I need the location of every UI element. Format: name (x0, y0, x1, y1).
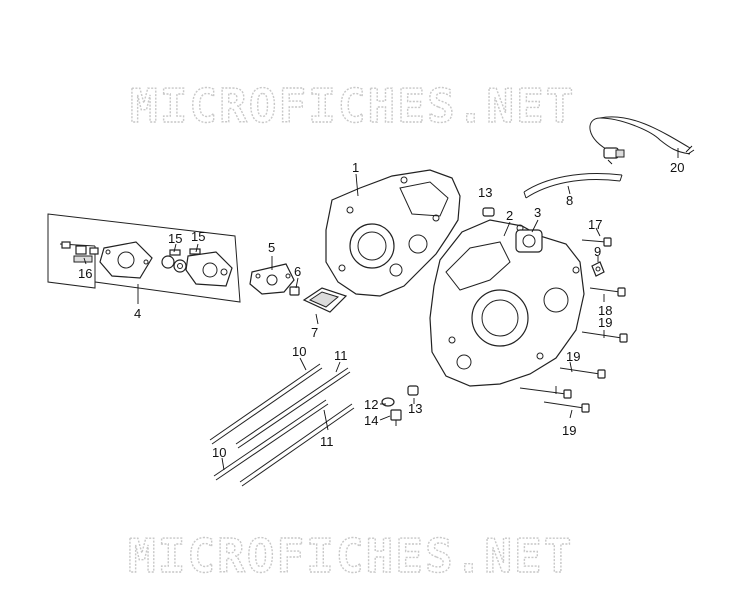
part-1-left-crankcase[interactable] (325, 169, 461, 297)
part-6-pin[interactable] (289, 286, 300, 296)
part-10-stud-b[interactable] (239, 403, 355, 487)
callout-8: 8 (566, 193, 573, 208)
callout-labels: 1 2 3 4 5 6 7 8 9 10 10 11 11 12 13 13 1… (78, 160, 684, 460)
callout-20: 20 (670, 160, 684, 175)
part-19-bolt-b[interactable] (559, 367, 606, 379)
callout-6: 6 (294, 264, 301, 279)
part-13-dowel-top[interactable] (482, 207, 495, 217)
part-18-bolt[interactable] (589, 287, 626, 297)
part-14-drain-plug[interactable] (390, 409, 402, 426)
leader-lines (83, 148, 679, 471)
part-8-hose[interactable] (523, 173, 623, 199)
callout-4: 4 (134, 306, 141, 321)
callout-2: 2 (506, 208, 513, 223)
callout-3: 3 (534, 205, 541, 220)
part-5-cover[interactable] (249, 263, 295, 295)
part-2-right-crankcase[interactable] (429, 219, 585, 387)
part-19-bolt-d[interactable] (543, 401, 590, 413)
part-17-bolt[interactable] (581, 237, 612, 247)
part-4-oil-pump-assembly[interactable] (47, 213, 241, 303)
part-11-stud-b[interactable] (213, 399, 329, 481)
watermark-bottom: MICROFICHES.NET (128, 529, 573, 583)
callout-13-bottom: 13 (408, 401, 422, 416)
callout-14: 14 (364, 413, 378, 428)
callout-12: 12 (364, 397, 378, 412)
callout-11-top: 11 (334, 348, 348, 363)
part-7-filter-screen[interactable] (302, 287, 348, 313)
callout-15-right: 15 (191, 229, 205, 244)
watermark-top: MICROFICHES.NET (130, 79, 575, 133)
callout-19-c: 19 (562, 423, 576, 438)
callout-10-top: 10 (292, 344, 306, 359)
callout-7: 7 (311, 325, 318, 340)
callout-19-a: 19 (598, 315, 612, 330)
part-3-bearing-housing[interactable] (515, 229, 543, 253)
part-19-bolt-c[interactable] (519, 387, 572, 399)
callout-17: 17 (588, 217, 602, 232)
part-20-sensor[interactable] (589, 116, 695, 159)
part-13-dowel-bottom[interactable] (407, 385, 419, 396)
part-11-stud-a[interactable] (235, 367, 351, 449)
callout-19-b: 19 (566, 349, 580, 364)
part-9-clip[interactable] (591, 261, 605, 277)
callout-13-top: 13 (478, 185, 492, 200)
part-19-bolt-a[interactable] (581, 331, 628, 343)
part-12-washer[interactable] (381, 397, 395, 407)
callout-15-left: 15 (168, 231, 182, 246)
part-10-stud-a[interactable] (209, 363, 323, 445)
callout-10-bottom: 10 (212, 445, 226, 460)
callout-1: 1 (352, 160, 359, 175)
callout-18: 18 (598, 303, 612, 318)
callout-5: 5 (268, 240, 275, 255)
callout-16: 16 (78, 266, 92, 281)
callout-11-bottom: 11 (320, 434, 334, 449)
callout-9: 9 (594, 244, 601, 259)
